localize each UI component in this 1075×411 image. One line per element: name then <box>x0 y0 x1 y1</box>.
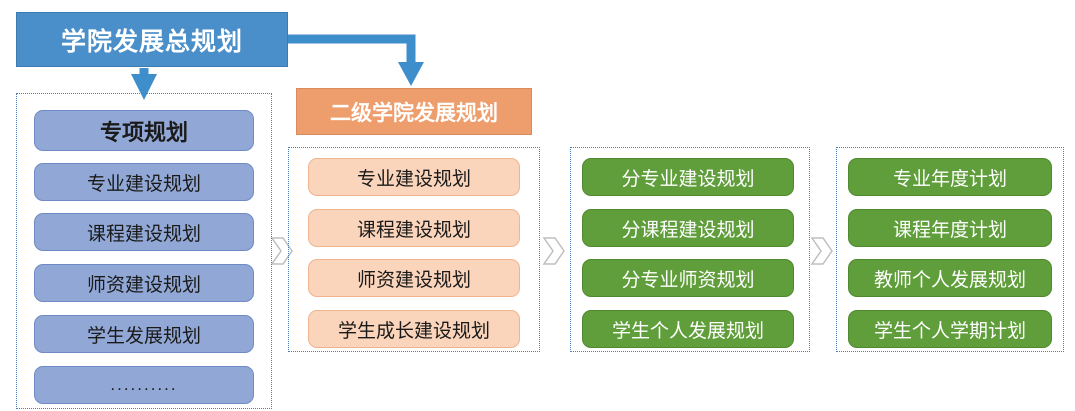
item-college-faculty-construction-plan[interactable]: 师资建设规划 <box>308 259 520 297</box>
group-sub-planning <box>570 147 810 352</box>
item-per-course-construction-plan[interactable]: 分课程建设规划 <box>582 209 794 247</box>
item-per-major-construction-plan[interactable]: 分专业建设规划 <box>582 158 794 196</box>
item-per-major-faculty-plan[interactable]: 分专业师资规划 <box>582 259 794 297</box>
chevron-2-icon <box>542 237 565 265</box>
arrowhead-college <box>398 62 424 86</box>
overall-plan-title-box[interactable]: 学院发展总规划 <box>16 12 288 67</box>
item-special-planning-head[interactable]: 专项规划 <box>34 110 254 151</box>
item-student-development-plan[interactable]: 学生发展规划 <box>34 315 254 353</box>
group-annual-planning <box>836 147 1064 352</box>
college-plan-title-box[interactable]: 二级学院发展规划 <box>296 88 532 135</box>
item-major-annual-plan[interactable]: 专业年度计划 <box>848 158 1052 196</box>
item-more-placeholder[interactable]: .......... <box>34 366 254 404</box>
item-student-semester-plan[interactable]: 学生个人学期计划 <box>848 310 1052 348</box>
item-college-major-construction-plan[interactable]: 专业建设规划 <box>308 158 520 196</box>
item-course-construction-plan[interactable]: 课程建设规划 <box>34 213 254 251</box>
item-college-student-growth-plan[interactable]: 学生成长建设规划 <box>308 310 520 348</box>
item-major-construction-plan[interactable]: 专业建设规划 <box>34 163 254 201</box>
item-college-course-construction-plan[interactable]: 课程建设规划 <box>308 209 520 247</box>
chevron-3-icon <box>810 237 833 265</box>
item-teacher-personal-development-plan[interactable]: 教师个人发展规划 <box>848 259 1052 297</box>
item-course-annual-plan[interactable]: 课程年度计划 <box>848 209 1052 247</box>
item-faculty-construction-plan[interactable]: 师资建设规划 <box>34 264 254 302</box>
group-special-planning <box>16 93 272 409</box>
connector-title-to-college <box>288 34 416 62</box>
item-student-personal-development-plan[interactable]: 学生个人发展规划 <box>582 310 794 348</box>
group-college-planning <box>288 147 540 352</box>
